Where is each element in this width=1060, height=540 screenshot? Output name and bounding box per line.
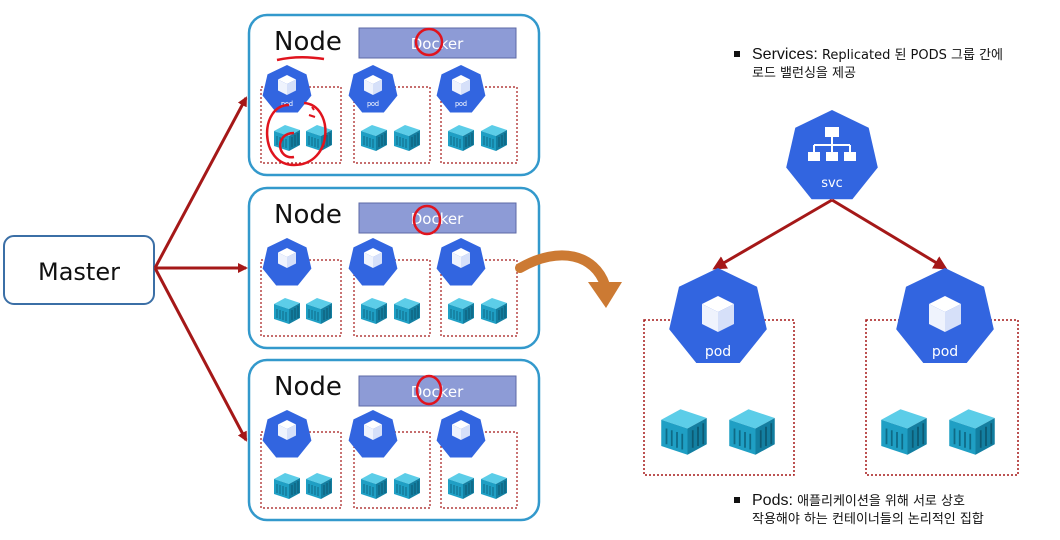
docker-label: Docker bbox=[411, 210, 464, 228]
arrow-to-node-1 bbox=[153, 96, 248, 269]
node-title: Node bbox=[274, 372, 342, 402]
pods-heading: Pods: bbox=[752, 492, 793, 509]
node-1: Node Docker pod pod pod bbox=[247, 13, 541, 177]
container-icon bbox=[447, 297, 475, 325]
svg-text:pod: pod bbox=[932, 344, 958, 360]
container-icon bbox=[447, 472, 475, 500]
services-note: Services: Replicated 된 PODS 그룹 간에 로드 밸런싱… bbox=[734, 46, 1054, 83]
node-title: Node bbox=[274, 27, 342, 57]
annotation-circle bbox=[278, 131, 295, 159]
services-text-line1: Replicated 된 PODS 그룹 간에 bbox=[821, 48, 1003, 63]
container-icon bbox=[480, 472, 508, 500]
docker-label: Docker bbox=[411, 383, 464, 401]
master-to-node-arrows bbox=[153, 96, 248, 442]
container-icon bbox=[393, 472, 421, 500]
node-2: Node Docker bbox=[247, 186, 541, 350]
arrow-to-node-3 bbox=[153, 267, 248, 442]
pod-icon-large: pod bbox=[896, 268, 994, 363]
container-icon bbox=[305, 472, 333, 500]
services-text-line2: 로드 밸런싱을 제공 bbox=[752, 66, 856, 81]
pod-icon-large: pod bbox=[669, 268, 767, 363]
container-icon bbox=[360, 297, 388, 325]
bullet-icon bbox=[734, 50, 740, 57]
container-icon bbox=[273, 472, 301, 500]
container-icon-large bbox=[948, 408, 996, 456]
bullet-icon bbox=[734, 496, 740, 503]
pod-group-detail-left: pod bbox=[643, 268, 795, 476]
node-3: Node Docker bbox=[247, 358, 541, 522]
pod-group-detail-right: pod bbox=[865, 268, 1019, 476]
services-heading: Services: bbox=[752, 46, 818, 63]
node-title: Node bbox=[274, 200, 342, 230]
container-icon bbox=[305, 297, 333, 325]
annotation-circle bbox=[415, 374, 443, 406]
pod-icon: pod bbox=[348, 65, 398, 113]
container-icon bbox=[273, 124, 301, 152]
container-icon-large bbox=[880, 408, 928, 456]
container-icon-large bbox=[728, 408, 776, 456]
zoom-arrow bbox=[515, 250, 622, 308]
master-node: Master bbox=[3, 235, 155, 305]
master-label: Master bbox=[38, 258, 120, 286]
pods-note: Pods: 애플리케이션을 위해 서로 상호 작용해야 하는 컨테이너들의 논리… bbox=[734, 492, 1054, 529]
arrow-svc-to-pod-right bbox=[831, 198, 948, 270]
container-icon bbox=[305, 124, 333, 152]
svg-text:pod: pod bbox=[367, 101, 379, 108]
container-icon bbox=[447, 124, 475, 152]
container-icon bbox=[480, 297, 508, 325]
container-icon bbox=[393, 124, 421, 152]
container-icon bbox=[273, 297, 301, 325]
container-icon bbox=[360, 472, 388, 500]
annotation-underline bbox=[276, 56, 325, 62]
pods-text-line1: 애플리케이션을 위해 서로 상호 bbox=[797, 494, 965, 509]
container-icon-large bbox=[660, 408, 708, 456]
svc-label: svc bbox=[821, 176, 843, 191]
pods-text-line2: 작용해야 하는 컨테이너들의 논리적인 집합 bbox=[752, 512, 984, 527]
container-icon bbox=[480, 124, 508, 152]
annotation-mark bbox=[308, 106, 316, 118]
service-svc: svc bbox=[786, 110, 878, 200]
container-icon bbox=[393, 297, 421, 325]
svg-text:pod: pod bbox=[705, 344, 731, 360]
annotation-circle bbox=[265, 101, 327, 167]
container-icon bbox=[360, 124, 388, 152]
arrow-svc-to-pod-left bbox=[712, 198, 833, 270]
annotation-circle bbox=[412, 204, 442, 236]
svg-text:pod: pod bbox=[455, 101, 467, 108]
docker-label: Docker bbox=[411, 35, 464, 53]
annotation-circle bbox=[414, 27, 444, 57]
pod-icon: pod bbox=[436, 65, 486, 113]
